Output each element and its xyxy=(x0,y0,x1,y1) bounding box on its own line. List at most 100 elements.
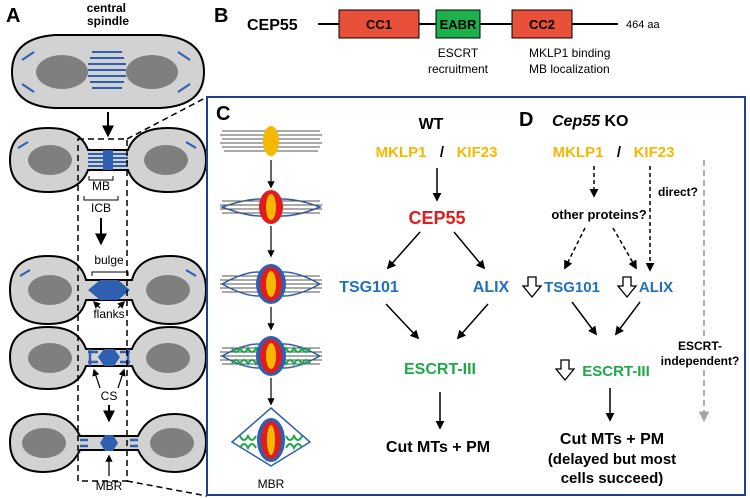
d-arrow-2b xyxy=(612,227,637,270)
bridge-stage-5 xyxy=(230,407,312,467)
d-other-proteins: other proteins? xyxy=(551,207,646,222)
spindle-mts-1 xyxy=(21,51,191,93)
mklp-core-5 xyxy=(267,425,275,455)
cell-stage-2 xyxy=(8,126,208,194)
zoom-line-top xyxy=(126,96,208,140)
bulge-3 xyxy=(88,280,130,300)
mklp-core-1 xyxy=(263,126,279,156)
c-cep55: CEP55 xyxy=(408,208,465,228)
cs-label: CS xyxy=(101,389,118,403)
constriction-4 xyxy=(88,349,130,366)
nucleus-1b xyxy=(126,55,178,89)
c-escrt3: ESCRT-III xyxy=(404,361,476,378)
mbr-membrane xyxy=(230,407,312,467)
c-outcome: Cut MTs + PM xyxy=(386,439,490,456)
d-independent-line1: ESCRT- xyxy=(678,339,722,353)
panel-a-label: A xyxy=(6,5,20,27)
nucleus-5a xyxy=(22,428,66,458)
bridge-stage-2 xyxy=(219,190,323,224)
cell-stage-1 xyxy=(10,34,206,109)
mklp-core-2 xyxy=(266,194,276,220)
d-outcome-line2: (delayed but most xyxy=(548,451,676,468)
bridge-stage-3 xyxy=(220,264,322,304)
d-mklp1: MKLP1 xyxy=(553,144,604,161)
nucleus-3a xyxy=(28,275,72,305)
midbody-2 xyxy=(103,150,113,170)
mklp-core-3 xyxy=(266,271,276,297)
midbody-remnant xyxy=(100,435,118,451)
domain-eabr xyxy=(435,9,481,39)
domain-eabr-label: EABR xyxy=(440,17,477,32)
central-spindle-line2: spindle xyxy=(87,14,129,28)
nucleus-5b xyxy=(150,428,194,458)
d-arrow-2a xyxy=(564,227,586,270)
d-outcome-line1: Cut MTs + PM xyxy=(560,431,664,448)
d-escrt3: ESCRT-III xyxy=(582,363,650,380)
c-arrow-3b xyxy=(456,303,489,340)
cell-stage-3 xyxy=(8,254,208,326)
domain-cc1 xyxy=(338,9,420,39)
d-tsg101: TSG101 xyxy=(544,279,600,296)
protein-name: CEP55 xyxy=(247,17,298,34)
d-direct: direct? xyxy=(658,185,698,199)
domain-cc2 xyxy=(511,9,573,39)
mbr-label-a: MBR xyxy=(96,479,123,493)
d-kif23: KIF23 xyxy=(634,144,675,161)
cell-stage-4 xyxy=(8,325,208,391)
midbody-4 xyxy=(98,349,120,366)
cell-stage-5 xyxy=(8,412,208,474)
d-arrow-3b xyxy=(614,301,641,336)
zoom-line-bottom xyxy=(126,480,208,497)
flanks-arrow-right xyxy=(117,300,126,309)
d-down-arrow-tsg101 xyxy=(521,276,543,299)
c-arrow-3a xyxy=(385,303,420,340)
mklp-core-4 xyxy=(266,343,276,369)
c-kif23: KIF23 xyxy=(457,144,498,161)
d-alix: ALIX xyxy=(639,279,673,296)
d-arrow-3a xyxy=(571,301,598,336)
c-mklp1: MKLP1 xyxy=(376,144,427,161)
membrane-2 xyxy=(219,198,323,217)
d-independent-line2: independent? xyxy=(661,354,740,368)
c-arrow-2a xyxy=(386,231,421,270)
domain-cc2-label: CC2 xyxy=(529,17,555,32)
panel-c-label: C xyxy=(216,103,230,125)
d-down-arrow-alix xyxy=(616,276,638,299)
icb-label: ICB xyxy=(91,201,111,215)
icb-bracket xyxy=(83,196,119,201)
domain-cc1-label: CC1 xyxy=(366,17,392,32)
panel-b-label: B xyxy=(214,5,228,27)
eabr-function-line2: recruitment xyxy=(428,62,489,76)
nucleus-3b xyxy=(146,275,190,305)
nucleus-2b xyxy=(144,145,188,175)
flanks-label: flanks xyxy=(93,307,124,321)
central-spindle-line1: central xyxy=(87,1,126,15)
d-slash: / xyxy=(617,144,622,161)
mb-bracket xyxy=(88,176,114,181)
bridge-stage-4 xyxy=(220,336,322,376)
nucleus-2a xyxy=(28,145,72,175)
c-arrow-2b xyxy=(453,231,486,270)
c-alix: ALIX xyxy=(473,279,510,296)
nucleus-4a xyxy=(28,343,72,373)
bulge-label: bulge xyxy=(94,253,124,267)
d-down-arrow-escrt3 xyxy=(554,359,576,382)
central-spindle-label: central spindle xyxy=(87,1,130,28)
cs-arrow-right xyxy=(117,368,126,389)
wt-title: WT xyxy=(419,116,444,133)
c-tsg101: TSG101 xyxy=(339,279,399,296)
cell-body-1 xyxy=(10,34,206,109)
cs-arrow-left xyxy=(92,368,101,389)
eabr-function-line1: ESCRT xyxy=(438,46,479,60)
flank-mts-3 xyxy=(19,269,197,277)
mb-label: MB xyxy=(92,179,110,193)
cc2-function-line2: MB localization xyxy=(529,62,610,76)
bulge-bracket xyxy=(91,271,129,276)
nucleus-1a xyxy=(36,55,88,89)
bridge-stage-1 xyxy=(220,126,322,156)
panel-cd-frame xyxy=(206,96,746,496)
escrt3-spirals-5 xyxy=(239,433,303,451)
d-independent-bg xyxy=(660,336,742,370)
d-title: Cep55 KO xyxy=(552,113,628,130)
